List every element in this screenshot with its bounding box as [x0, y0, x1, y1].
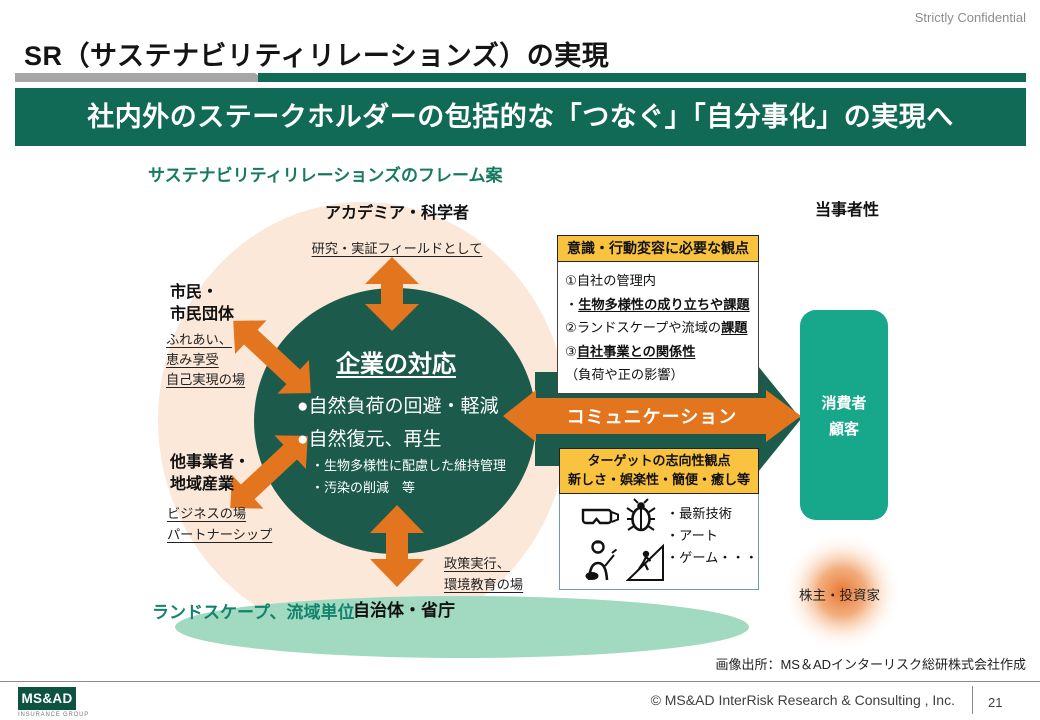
- climber-icon: [626, 543, 664, 581]
- target-box: ターゲットの志向性観点 新しさ・娯楽性・簡便・癒し等 ・最新技術 ・ア: [559, 448, 759, 590]
- awareness-line: ②ランドスケープや流域の課題: [565, 316, 753, 340]
- company-response-bullet: ●自然負荷の回避・軽減: [297, 396, 499, 417]
- title-rule-gray: [15, 73, 267, 82]
- page-number: 21: [988, 695, 1003, 710]
- target-item: ・ゲーム・・・: [666, 550, 758, 565]
- frame-proposal-title: サステナビリティリレーションズのフレーム案: [148, 166, 503, 185]
- awareness-line-text: （負荷や正の影響）: [565, 367, 684, 382]
- awareness-line-text: ③: [565, 343, 577, 359]
- citizens-note: ふれあい、: [166, 332, 232, 347]
- citizens-notes: ふれあい、 恵み享受 自己実現の場: [166, 330, 245, 390]
- business-label: 他事業者・ 地域産業: [170, 452, 250, 496]
- target-items: ・最新技術 ・アート ・ゲーム・・・: [666, 503, 758, 569]
- landscape-unit-label: ランドスケープ、流域単位: [152, 603, 355, 622]
- government-note: 政策実行、: [444, 556, 510, 571]
- arrow-bottom-double: [370, 505, 424, 587]
- consumer-label-line2: 顧客: [828, 420, 859, 438]
- company-response-note: ・汚染の削減 等: [311, 480, 416, 495]
- consumer-label-line1: 消費者: [821, 394, 867, 412]
- business-notes: ビジネスの場 パートナーシップ: [167, 503, 272, 545]
- citizens-note: 自己実現の場: [166, 372, 246, 387]
- company-response-bullet: ●自然復元、再生: [297, 429, 442, 450]
- footer-divider: [0, 681, 1040, 682]
- page-number-divider: [972, 686, 973, 714]
- target-item: ・アート: [666, 528, 718, 543]
- business-note: パートナーシップ: [167, 527, 273, 542]
- awareness-line-text: ・: [565, 296, 579, 312]
- citizens-label-line2: 市民団体: [170, 306, 235, 323]
- awareness-line-strong: 生物多様性の成り立ちや課題: [578, 296, 750, 312]
- awareness-line: ・生物多様性の成り立ちや課題: [565, 293, 753, 317]
- msad-logo-subtext: INSURANCE GROUP: [18, 712, 90, 718]
- awareness-line-text: ①自社の管理内: [565, 273, 656, 288]
- government-note: 環境教育の場: [444, 577, 524, 592]
- shareholder-label: 株主・投資家: [799, 588, 880, 603]
- citizens-label: 市民・ 市民団体: [170, 282, 234, 326]
- communication-arrow: [503, 390, 801, 442]
- academia-note: 研究・実証フィールドとして: [311, 241, 483, 256]
- business-label-line2: 地域産業: [170, 476, 235, 493]
- target-box-header: ターゲットの志向性観点 新しさ・娯楽性・簡便・癒し等: [559, 448, 759, 494]
- company-response-title: 企業の対応: [336, 351, 456, 378]
- communication-label: コミュニケーション: [566, 407, 738, 427]
- msad-logo: MS&AD: [18, 687, 76, 710]
- awareness-line: （負荷や正の影響）: [565, 363, 753, 387]
- confidential-label: Strictly Confidential: [914, 10, 1026, 25]
- awareness-line: ③自社事業との関係性: [565, 340, 753, 364]
- target-box-header-line2: 新しさ・娯楽性・簡便・癒し等: [567, 471, 750, 487]
- arrow-lower-left-double: [230, 435, 308, 509]
- company-response-note: ・生物多様性に配慮した維持管理: [311, 458, 507, 473]
- title-rule-green: [258, 73, 1026, 82]
- consumer-box: 消費者 顧客: [800, 310, 888, 520]
- awareness-line-strong: 課題: [721, 320, 748, 335]
- citizens-note: 恵み享受: [166, 352, 219, 367]
- business-label-line1: 他事業者・: [170, 454, 251, 471]
- awareness-box-body: ①自社の管理内 ・生物多様性の成り立ちや課題 ②ランドスケープや流域の課題 ③自…: [557, 262, 759, 394]
- arrow-upper-left-double: [233, 320, 311, 394]
- company-response-circle: [254, 288, 536, 554]
- image-source-caption: 画像出所：MS＆ADインターリスク総研株式会社作成: [715, 657, 1026, 672]
- awareness-line-text: ②ランドスケープや流域の: [565, 320, 722, 335]
- headline-banner: 社内外のステークホルダーの包括的な「つなぐ」「自分事化」の実現へ: [15, 88, 1026, 146]
- shareholder-glow-blob: [782, 532, 902, 652]
- painter-icon: [585, 540, 618, 581]
- company-response-bullets: ●自然負荷の回避・軽減 ●自然復元、再生: [297, 390, 498, 456]
- target-box-header-line1: ターゲットの志向性観点: [587, 453, 731, 468]
- tojisha-label: 当事者性: [815, 202, 880, 219]
- beetle-icon: [626, 498, 656, 532]
- copyright-text: © MS&AD InterRisk Research & Consulting …: [650, 692, 955, 708]
- target-item: ・最新技術: [666, 506, 732, 521]
- awareness-box: 意識・行動変容に必要な観点 ①自社の管理内 ・生物多様性の成り立ちや課題 ②ラン…: [557, 235, 759, 394]
- awareness-box-header: 意識・行動変容に必要な観点: [557, 235, 759, 262]
- company-response-notes: ・生物多様性に配慮した維持管理 ・汚染の削減 等: [311, 455, 506, 499]
- business-note: ビジネスの場: [167, 506, 247, 521]
- target-box-body: ・最新技術 ・アート ・ゲーム・・・: [559, 494, 759, 590]
- landscape-teal-ellipse: [175, 596, 749, 658]
- academia-label: アカデミア・科学者: [324, 205, 469, 222]
- citizens-label-line1: 市民・: [170, 284, 219, 301]
- arrow-top-double: [365, 257, 419, 331]
- awareness-line: ①自社の管理内: [565, 269, 753, 293]
- page-title: SR（サステナビリティリレーションズ）の実現: [24, 41, 610, 71]
- government-label: 自治体・省庁: [353, 601, 455, 620]
- government-notes: 政策実行、 環境教育の場: [444, 553, 523, 595]
- awareness-line-strong: 自社事業との関係性: [576, 343, 696, 359]
- vr-goggles-icon: [581, 508, 619, 525]
